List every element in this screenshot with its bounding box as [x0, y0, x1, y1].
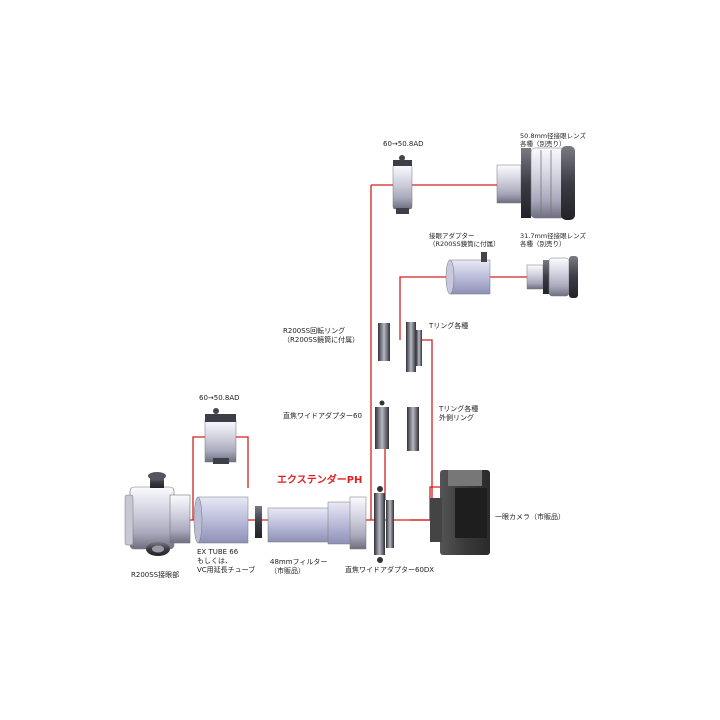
adapter-left-part — [204, 408, 237, 464]
rotation-ring-part — [378, 323, 390, 361]
adapter-top-part — [392, 155, 413, 214]
camera-part — [430, 470, 490, 555]
label-t-ring-outer: Tリング各種 外側リング — [439, 405, 479, 423]
eyepiece-adapter-part — [445, 252, 491, 295]
filter-part — [255, 506, 262, 538]
label-adapter-left: 60→50.8AD — [199, 394, 240, 402]
wide-adapter-60-part — [375, 400, 389, 449]
eyepiece-508-part — [496, 146, 575, 220]
label-adapter-top: 60→50.8AD — [383, 140, 424, 148]
label-wide-adapter-60: 直焦ワイドアダプター60 — [283, 412, 362, 420]
extender-part — [267, 496, 367, 550]
label-camera: 一眼カメラ（市販品） — [495, 513, 565, 521]
label-eyepiece-317: 31.7mm径接眼レンズ 各種（別売り） — [520, 232, 587, 249]
eyepiece-317-part — [526, 256, 578, 298]
label-t-ring: Tリング各種 — [429, 322, 469, 330]
label-eyepiece-adapter: 接眼アダプター （R200SS鏡筒に付属） — [429, 232, 500, 249]
wide-adapter-60dx-part — [374, 486, 394, 563]
label-rotation-ring: R200SS回転リング （R200SS鏡筒に付属） — [283, 327, 360, 345]
focuser-part — [124, 472, 191, 556]
label-wide-adapter-60dx: 直焦ワイドアダプター60DX — [345, 566, 435, 574]
label-eyepiece-base: R200SS接眼部 — [131, 571, 180, 579]
label-filter: 48mmフィルター （市販品） — [270, 558, 328, 576]
t-ring-part — [406, 322, 422, 372]
label-ex-tube: EX TUBE 66 もしくは、 VC用延長チューブ — [197, 548, 256, 575]
label-eyepiece-508: 50.8mm径接眼レンズ 各種（別売り） — [520, 132, 587, 149]
ex-tube-part — [193, 496, 249, 544]
t-ring-outer-part — [407, 407, 419, 451]
label-extender-title: エクステンダーPH — [277, 475, 363, 486]
